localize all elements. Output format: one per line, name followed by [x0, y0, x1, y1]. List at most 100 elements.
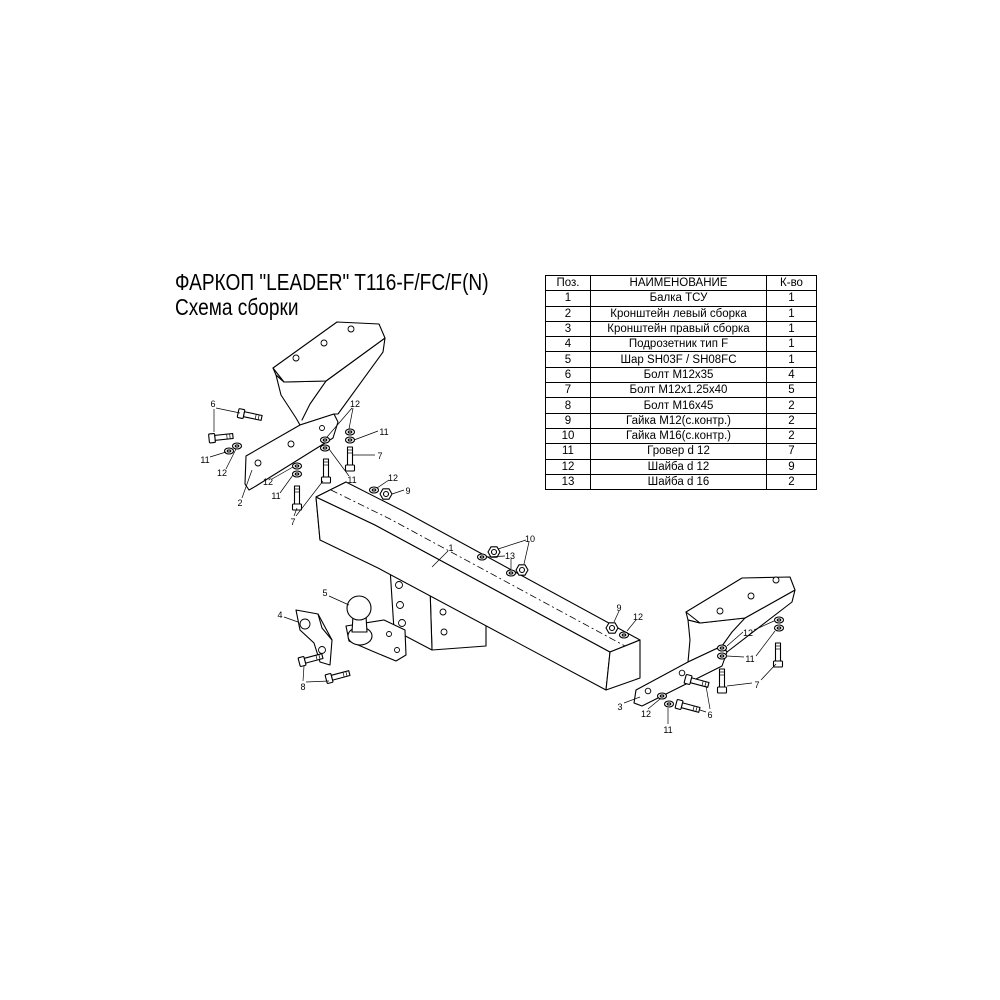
- callout-label: 3: [617, 702, 622, 712]
- cell-position: 3: [545, 320, 591, 338]
- cell-quantity: 2: [766, 473, 817, 491]
- callout-label: 11: [745, 654, 754, 664]
- washer: [319, 436, 331, 444]
- callout-label: 11: [379, 427, 388, 437]
- plate-hole: [254, 459, 262, 467]
- cell-position: 2: [545, 305, 591, 322]
- header-quantity: К-во: [766, 274, 817, 292]
- callout-label: 12: [743, 628, 753, 638]
- bolt-m12x1.25x40: [291, 485, 303, 511]
- callout-label: 11: [200, 455, 209, 465]
- cell-name: Гровер d 12: [590, 443, 767, 460]
- flange-hole: [747, 592, 755, 600]
- ball: [346, 595, 372, 621]
- washer: [656, 692, 668, 700]
- cell-quantity: 2: [766, 427, 817, 445]
- flange-hole: [320, 339, 328, 347]
- beam-end-face-right: [605, 639, 641, 691]
- beam-front-face: [315, 496, 611, 691]
- flange-hole: [772, 576, 780, 584]
- bolt-m16x45: [324, 668, 352, 685]
- spring-washer: [223, 447, 235, 455]
- cell-name: Кронштейн левый сборка: [590, 305, 767, 322]
- callout-label: 11: [347, 475, 356, 485]
- header-name: НАИМЕНОВАНИЕ: [590, 274, 767, 292]
- cell-position: 8: [545, 397, 591, 414]
- nut-m16: [487, 546, 501, 558]
- washer: [716, 644, 728, 652]
- flange-hole: [386, 631, 392, 637]
- callout-label: 9: [405, 486, 410, 496]
- left-bracket: [244, 321, 386, 491]
- callout-label: 1: [448, 543, 453, 553]
- cell-name: Шайба d 12: [590, 458, 767, 475]
- spring-washer: [716, 652, 728, 660]
- cell-quantity: 4: [766, 366, 817, 384]
- callout-label: 12: [217, 468, 227, 478]
- washer-d16: [476, 553, 488, 561]
- cell-position: 7: [545, 382, 591, 399]
- callout-label: 12: [350, 399, 360, 409]
- plate-hole: [440, 628, 448, 636]
- cell-position: 1: [545, 290, 591, 307]
- cell-name: Болт M12x1.25x40: [590, 382, 767, 399]
- callout-label: 7: [754, 680, 759, 690]
- cell-position: 12: [545, 458, 591, 475]
- callout-label: 11: [663, 725, 672, 735]
- right-bracket-plate: [633, 645, 728, 707]
- bolt-m12x35: [208, 430, 234, 444]
- flange-hole: [716, 607, 724, 615]
- cell-quantity: 1: [766, 290, 817, 307]
- bolt-m16x45: [297, 651, 325, 668]
- callout-label: 5: [322, 588, 327, 598]
- bolt-m12x35: [674, 698, 702, 715]
- callout-label: 6: [210, 399, 215, 409]
- tow-beam: [315, 481, 641, 691]
- cell-quantity: 2: [766, 412, 817, 429]
- tow-ball: [345, 595, 407, 662]
- callout-label: 13: [505, 551, 515, 561]
- callout-label: 6: [707, 710, 712, 720]
- plate-hole: [396, 601, 404, 609]
- right-bracket: [633, 576, 796, 707]
- spring-washer: [291, 470, 303, 478]
- washer: [773, 616, 785, 624]
- cell-name: Кронштейн правый сборка: [590, 320, 767, 338]
- bolt-m12x1.25x40: [344, 446, 356, 472]
- cell-quantity: 1: [766, 305, 817, 322]
- callout-label: 7: [377, 451, 382, 461]
- cell-name: Балка ТСУ: [590, 290, 767, 307]
- spring-washer: [344, 436, 356, 444]
- callout-labels: 6 11 12 2 12 11 7 11 12 11 7 12 9 1 10 1…: [200, 399, 759, 735]
- callout-label: 4: [277, 610, 282, 620]
- plate-hole: [644, 687, 652, 695]
- washer: [344, 428, 356, 436]
- cell-name: Шайба d 16: [590, 473, 767, 491]
- cell-quantity: 1: [766, 320, 817, 338]
- cell-quantity: 5: [766, 382, 817, 399]
- callout-label: 9: [616, 603, 621, 613]
- bolt-m12x35: [236, 408, 264, 423]
- leader-lines: [209, 407, 777, 724]
- callout-label: 2: [237, 498, 242, 508]
- cell-quantity: 2: [766, 397, 817, 414]
- cell-quantity: 7: [766, 443, 817, 460]
- cell-position: 9: [545, 412, 591, 429]
- callout-label: 12: [263, 477, 273, 487]
- spring-washer: [663, 700, 675, 708]
- cell-name: Гайка M16(с.контр.): [590, 427, 767, 445]
- plate-hole: [678, 669, 686, 677]
- callout-label: 8: [300, 682, 305, 692]
